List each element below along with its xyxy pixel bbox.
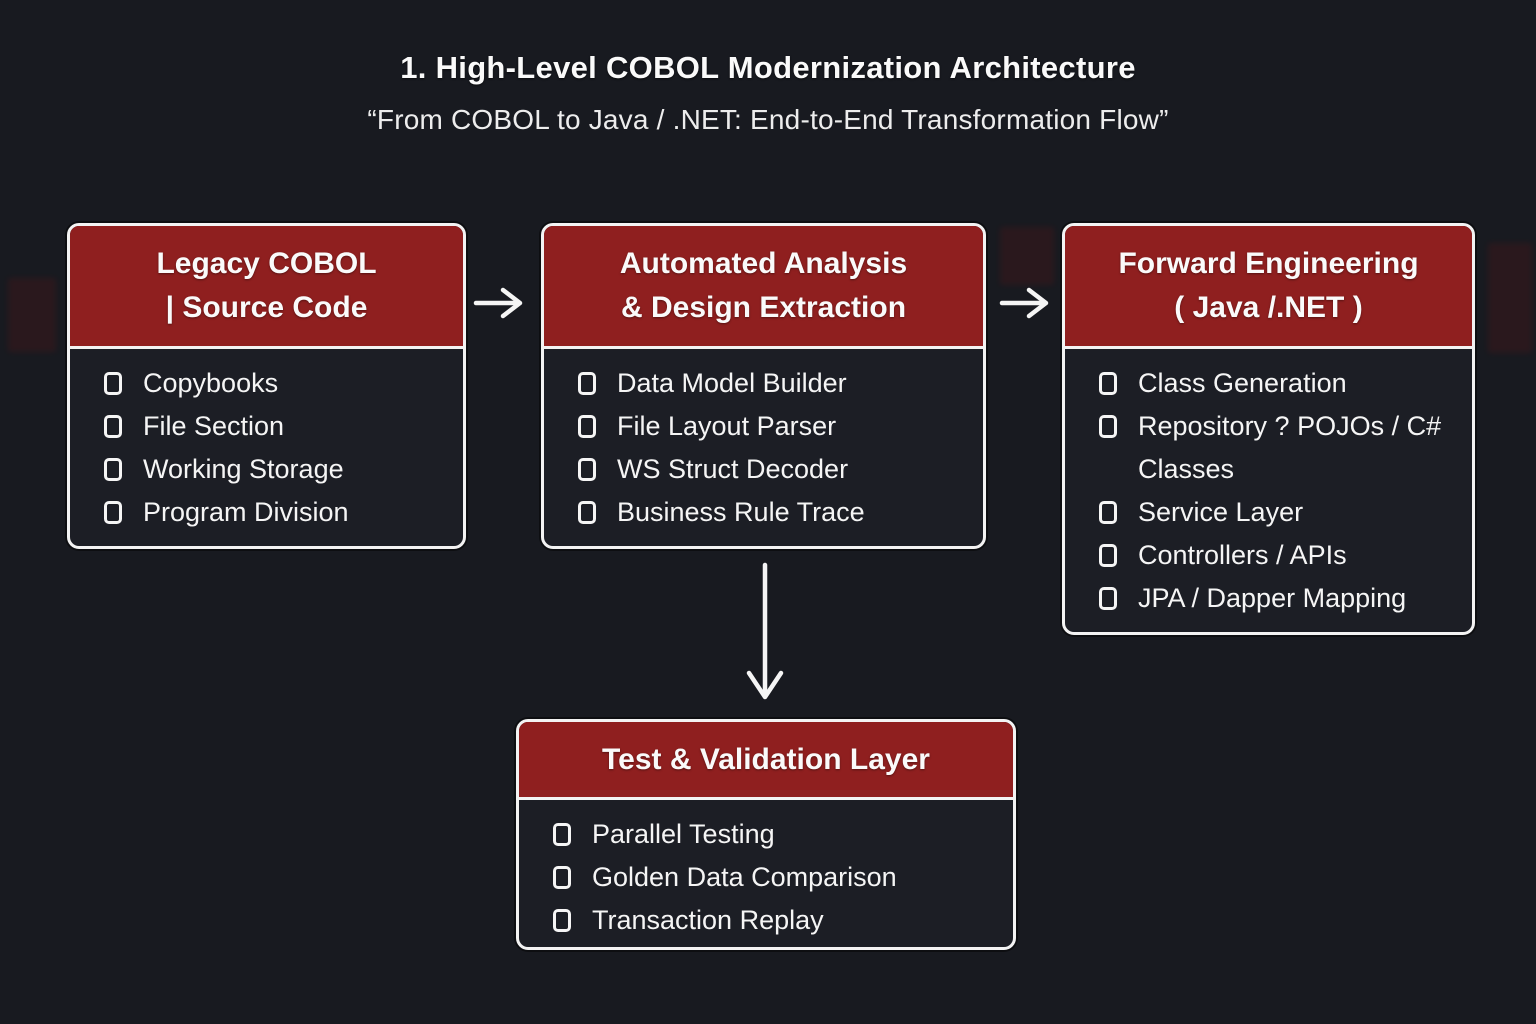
box-legacy-cobol-header: Legacy COBOL | Source Code <box>70 226 463 349</box>
red-noise-artifact <box>1000 227 1054 285</box>
header-line: & Design Extraction <box>620 291 907 324</box>
list-item: Working Storage <box>104 448 449 491</box>
box-test-validation: Test & Validation Layer Parallel Testing… <box>516 719 1016 950</box>
item-label: Data Model Builder <box>617 368 847 398</box>
header-line: ( Java /.NET ) <box>1174 291 1363 324</box>
list-item: WS Struct Decoder <box>578 448 969 491</box>
list-item: Business Rule Trace <box>578 491 969 534</box>
list-item: Controllers / APIs <box>1099 534 1458 577</box>
square-bullet-icon <box>104 372 122 395</box>
diagram-title: 1. High-Level COBOL Modernization Archit… <box>400 50 1136 85</box>
item-label: Parallel Testing <box>592 819 775 849</box>
square-bullet-icon <box>104 458 122 481</box>
item-label: Working Storage <box>143 454 344 484</box>
item-label: Service Layer <box>1138 497 1304 527</box>
box-test-validation-header: Test & Validation Layer <box>519 722 1013 800</box>
header-line: | Source Code <box>165 291 368 324</box>
list-item: Program Division <box>104 491 449 534</box>
item-label: Transaction Replay <box>592 905 824 935</box>
square-bullet-icon <box>1099 372 1117 395</box>
item-label: WS Struct Decoder <box>617 454 849 484</box>
header-line: Legacy COBOL <box>156 247 377 280</box>
box-automated-analysis: Automated Analysis & Design Extraction D… <box>541 223 986 549</box>
box-forward-engineering: Forward Engineering ( Java /.NET ) Class… <box>1062 223 1475 635</box>
item-label: Golden Data Comparison <box>592 862 897 892</box>
header-line: Forward Engineering <box>1118 247 1419 280</box>
square-bullet-icon <box>104 415 122 438</box>
down-arrow-icon <box>741 562 789 707</box>
box-test-validation-body: Parallel Testing Golden Data Comparison … <box>519 800 1013 942</box>
list-item: Parallel Testing <box>553 813 999 856</box>
square-bullet-icon <box>1099 544 1117 567</box>
header-line: Test & Validation Layer <box>602 742 930 776</box>
item-label: JPA / Dapper Mapping <box>1138 583 1407 613</box>
list-item: Repository ? POJOs / C# Classes <box>1099 405 1458 491</box>
header-line: Automated Analysis <box>619 247 908 280</box>
red-noise-artifact <box>1488 243 1532 353</box>
item-label: Business Rule Trace <box>617 497 865 527</box>
right-arrow-icon <box>472 281 532 325</box>
box-legacy-cobol: Legacy COBOL | Source Code Copybooks Fil… <box>67 223 466 549</box>
list-item: Class Generation <box>1099 362 1458 405</box>
list-item: File Layout Parser <box>578 405 969 448</box>
list-item: Service Layer <box>1099 491 1458 534</box>
diagram-subtitle: “From COBOL to Java / .NET: End-to-End T… <box>367 104 1169 135</box>
item-label: Program Division <box>143 497 349 527</box>
square-bullet-icon <box>553 909 571 932</box>
item-label: Copybooks <box>143 368 279 398</box>
square-bullet-icon <box>578 372 596 395</box>
list-item: Data Model Builder <box>578 362 969 405</box>
right-arrow-icon <box>998 281 1058 325</box>
list-item: Transaction Replay <box>553 899 999 942</box>
box-forward-engineering-header: Forward Engineering ( Java /.NET ) <box>1065 226 1472 349</box>
list-item: File Section <box>104 405 449 448</box>
square-bullet-icon <box>104 501 122 524</box>
box-automated-analysis-body: Data Model Builder File Layout Parser WS… <box>544 349 983 534</box>
box-legacy-cobol-body: Copybooks File Section Working Storage P… <box>70 349 463 534</box>
list-item: JPA / Dapper Mapping <box>1099 577 1458 620</box>
item-label: File Section <box>143 411 285 441</box>
list-item: Copybooks <box>104 362 449 405</box>
square-bullet-icon <box>1099 415 1117 438</box>
square-bullet-icon <box>553 866 571 889</box>
square-bullet-icon <box>578 501 596 524</box>
square-bullet-icon <box>1099 501 1117 524</box>
square-bullet-icon <box>578 458 596 481</box>
item-label: Controllers / APIs <box>1138 540 1347 570</box>
red-noise-artifact <box>8 278 56 352</box>
item-label: File Layout Parser <box>617 411 837 441</box>
box-forward-engineering-body: Class Generation Repository ? POJOs / C#… <box>1065 349 1472 620</box>
item-label: Repository ? POJOs / C# Classes <box>1138 411 1442 484</box>
square-bullet-icon <box>578 415 596 438</box>
square-bullet-icon <box>553 823 571 846</box>
list-item: Golden Data Comparison <box>553 856 999 899</box>
square-bullet-icon <box>1099 587 1117 610</box>
box-automated-analysis-header: Automated Analysis & Design Extraction <box>544 226 983 349</box>
item-label: Class Generation <box>1138 368 1347 398</box>
